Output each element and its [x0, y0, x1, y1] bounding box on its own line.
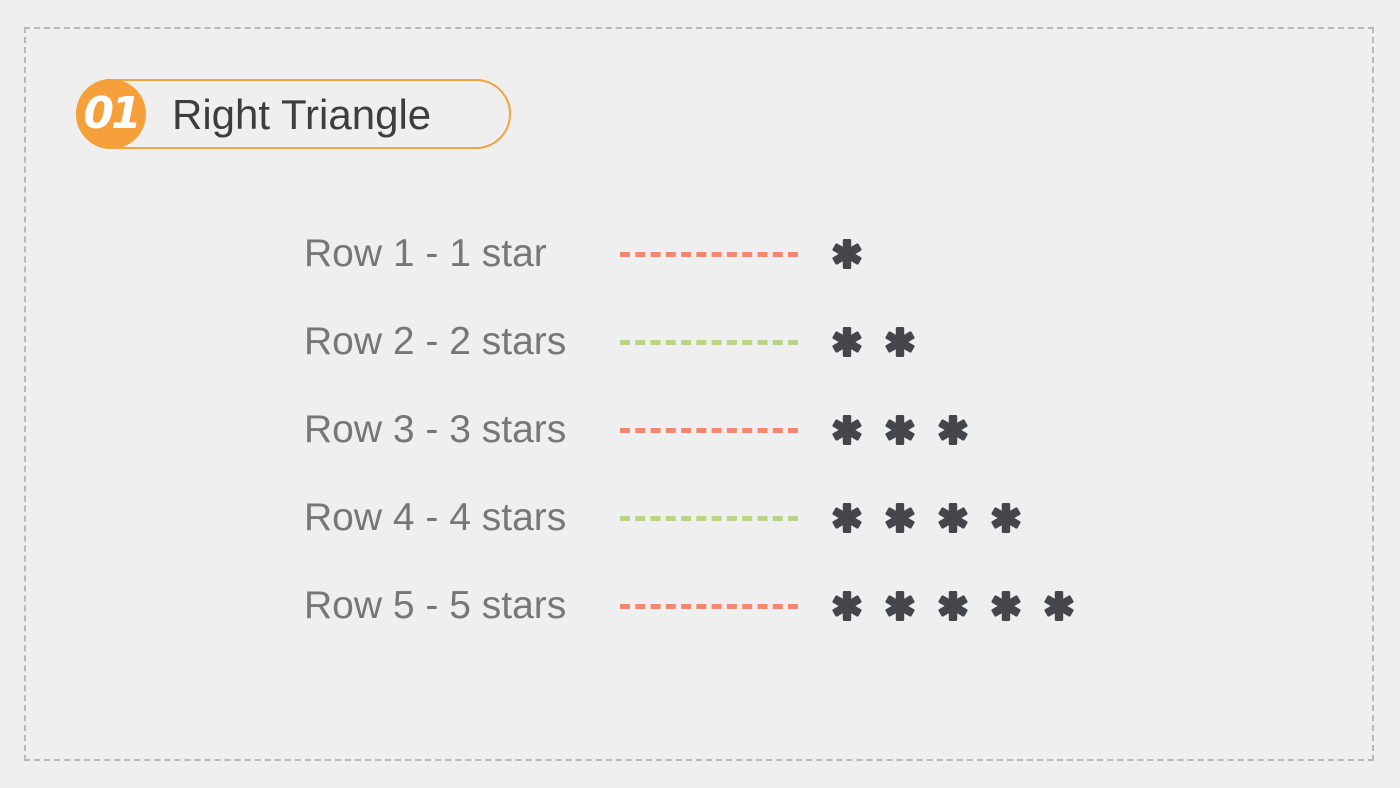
row-label: Row 5 - 5 stars — [304, 584, 567, 627]
asterisk-star-icon — [830, 406, 883, 454]
row-connector — [620, 428, 798, 433]
star-group — [830, 318, 936, 366]
asterisk-star-icon — [830, 582, 883, 630]
section-header: 01 Right Triangle — [76, 79, 511, 149]
asterisk-star-icon — [936, 494, 989, 542]
asterisk-star-icon — [989, 494, 1042, 542]
asterisk-star-icon — [883, 406, 936, 454]
asterisk-star-icon — [830, 494, 883, 542]
asterisk-star-icon — [883, 318, 936, 366]
row-label: Row 2 - 2 stars — [304, 320, 567, 363]
row-connector — [620, 516, 798, 521]
dashed-frame — [24, 27, 1374, 761]
asterisk-star-icon — [830, 318, 883, 366]
row-connector — [620, 604, 798, 609]
row-connector — [620, 340, 798, 345]
row-label: Row 4 - 4 stars — [304, 496, 567, 539]
asterisk-star-icon — [989, 582, 1042, 630]
row-label: Row 3 - 3 stars — [304, 408, 567, 451]
asterisk-star-icon — [1042, 582, 1095, 630]
asterisk-star-icon — [830, 230, 883, 278]
star-group — [830, 230, 883, 278]
section-title: Right Triangle — [172, 91, 432, 138]
asterisk-star-icon — [883, 582, 936, 630]
asterisk-star-icon — [883, 494, 936, 542]
star-group — [830, 494, 1042, 542]
star-group — [830, 582, 1095, 630]
star-group — [830, 406, 989, 454]
row-connector — [620, 252, 798, 257]
asterisk-star-icon — [936, 406, 989, 454]
asterisk-star-icon — [936, 582, 989, 630]
row-label: Row 1 - 1 star — [304, 232, 547, 275]
section-number-badge: 01 — [76, 79, 146, 149]
